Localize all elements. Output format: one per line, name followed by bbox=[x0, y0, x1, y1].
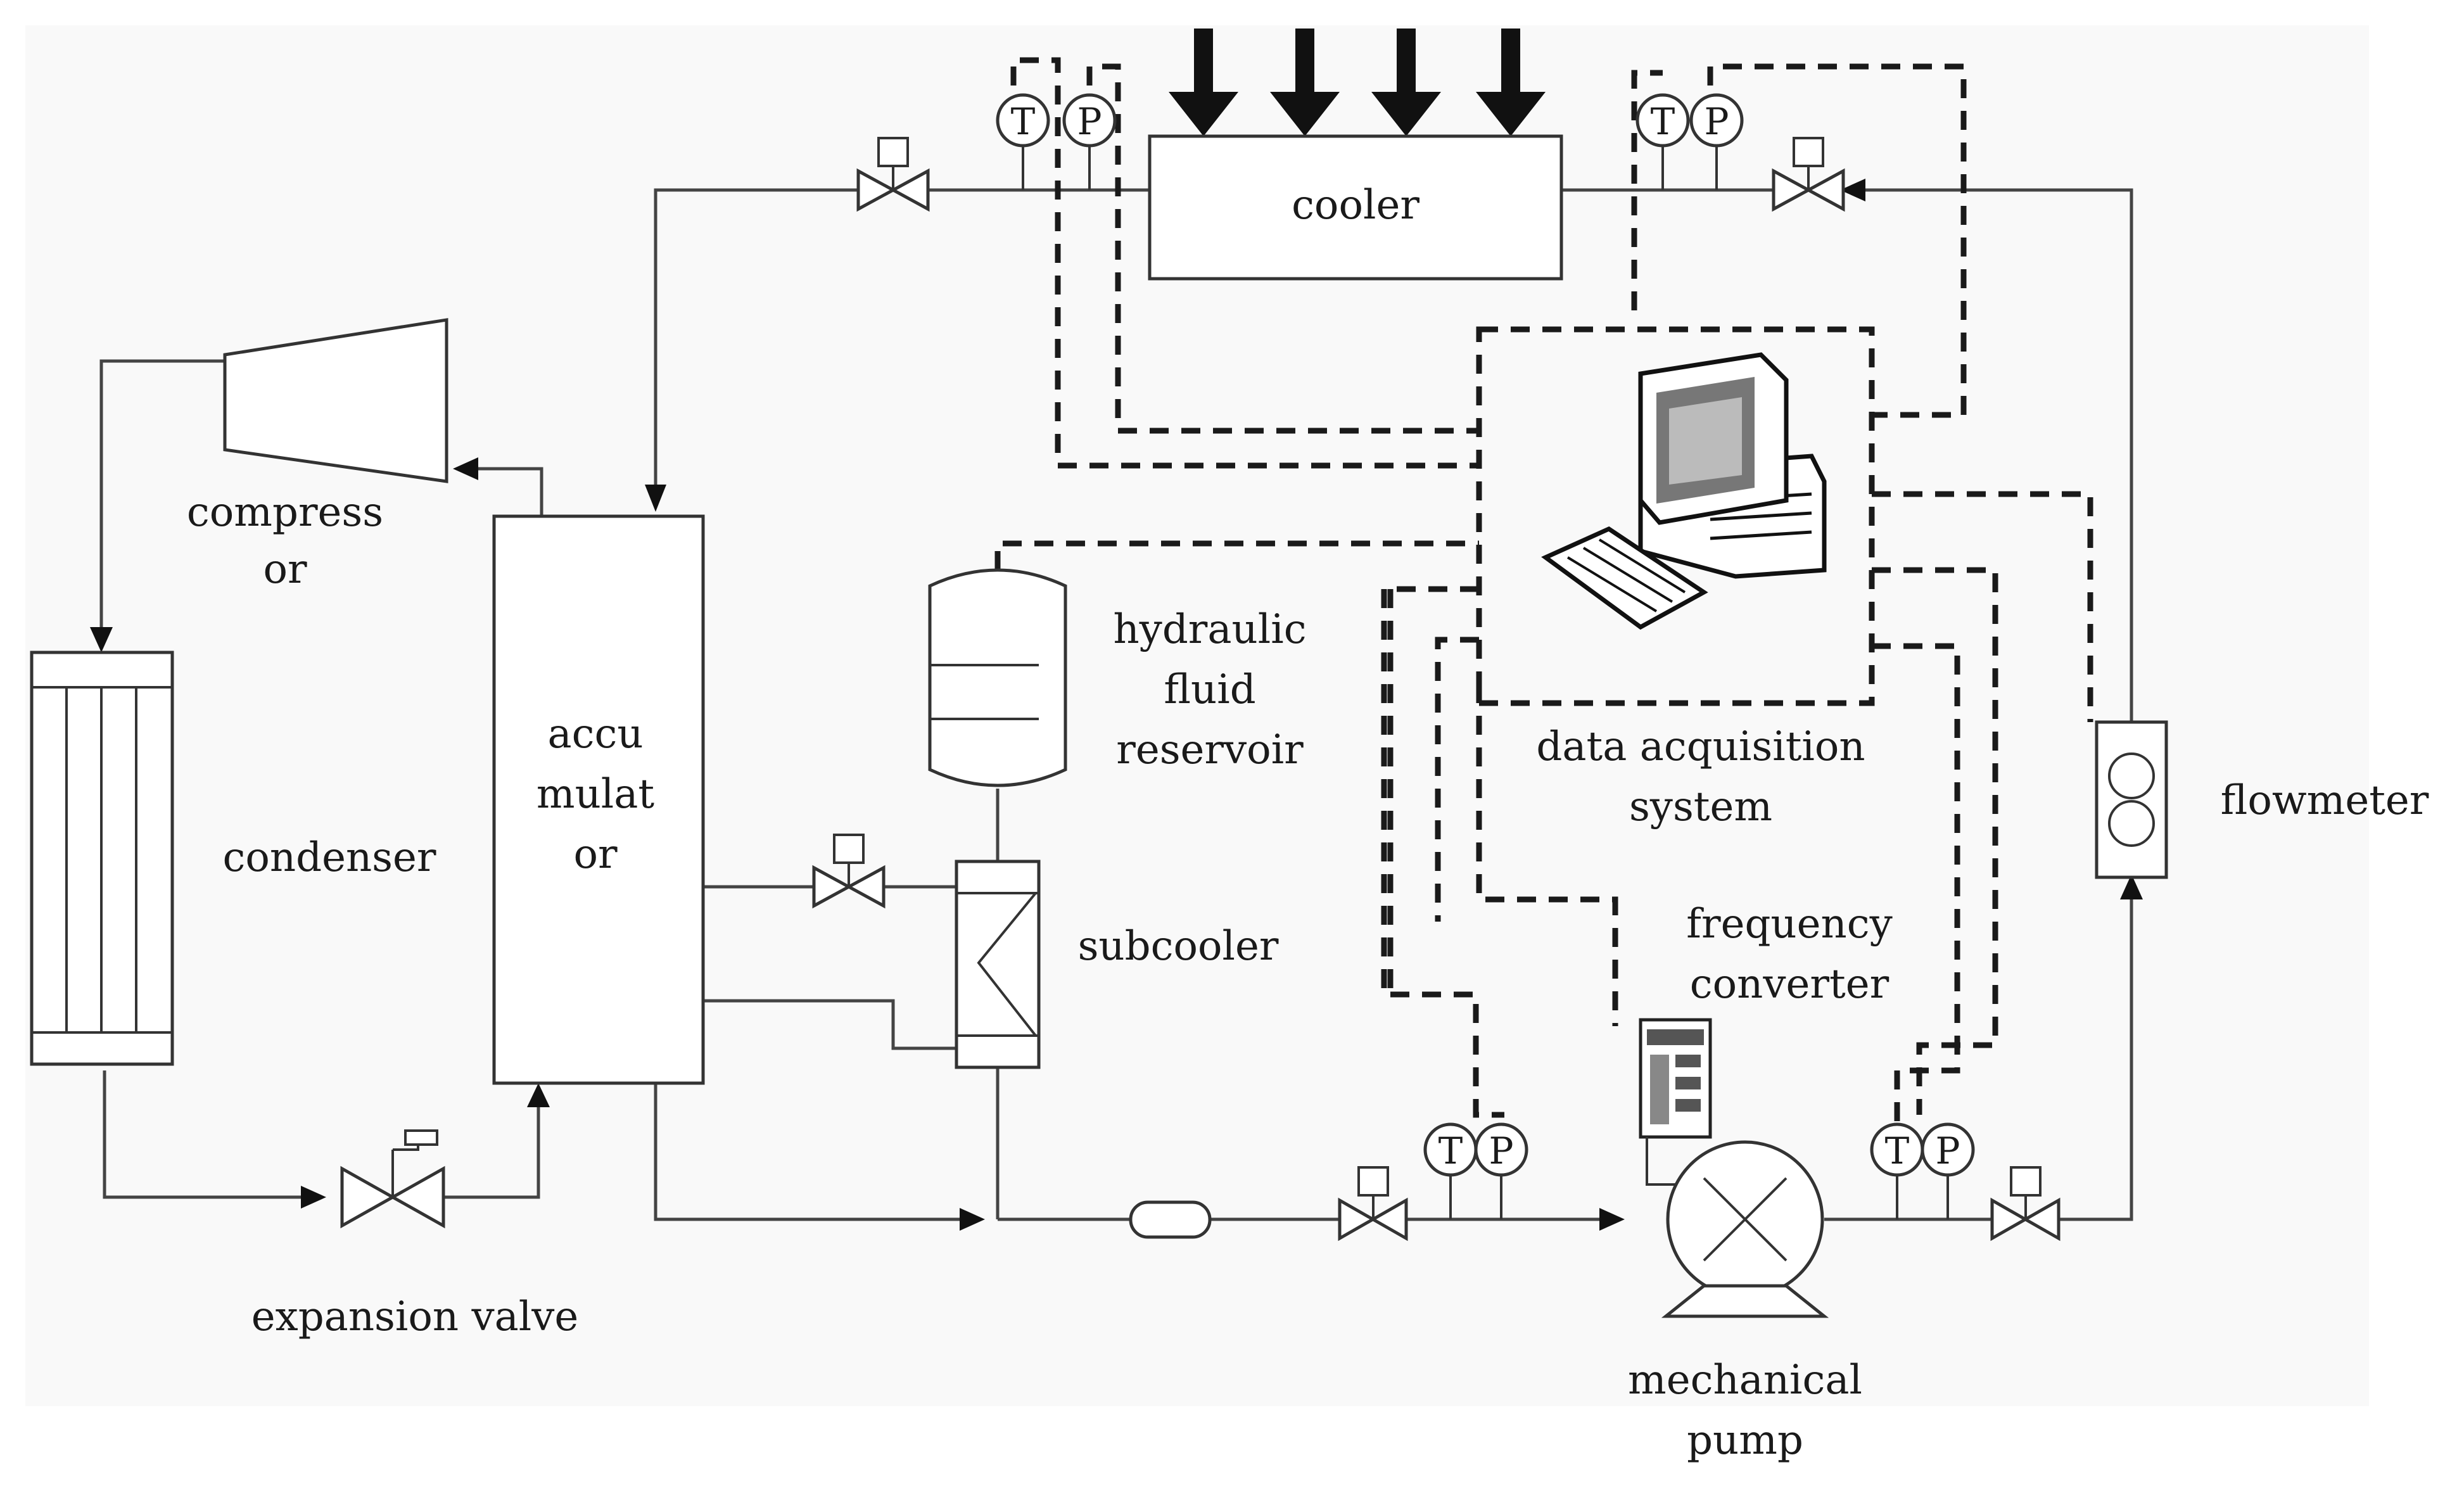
hydraulic-fluid-reservoir: hydraulic fluid reservoir bbox=[928, 568, 1307, 787]
signal-lines bbox=[994, 57, 2093, 1127]
sensor-group-cooler-outlet: T P bbox=[1635, 93, 1744, 190]
valve-subcooler-branch bbox=[812, 834, 886, 909]
pipe-network bbox=[99, 188, 2133, 1221]
flowmeter: flowmeter bbox=[2095, 720, 2429, 879]
pressure-sensor-label: P bbox=[1077, 100, 1102, 143]
flow-arrows bbox=[90, 179, 2143, 1231]
reservoir-label-line1: hydraulic bbox=[1113, 606, 1306, 653]
daq-label-line1: data acquisition bbox=[1536, 723, 1865, 770]
converter-label-line1: frequency bbox=[1686, 901, 1892, 948]
subcooler: subcooler bbox=[955, 860, 1279, 1069]
expansion-valve-label: expansion valve bbox=[251, 1293, 579, 1340]
accumulator-label-line1: accu bbox=[547, 711, 643, 758]
computer-icon: data acquisition system bbox=[1536, 352, 1865, 830]
pump-label-line2: pump bbox=[1687, 1417, 1803, 1464]
pump-label-line1: mechanical bbox=[1628, 1357, 1862, 1404]
daq-label-line2: system bbox=[1629, 784, 1772, 830]
accumulator: accu mulat or bbox=[492, 514, 705, 1085]
reservoir-label-line3: reservoir bbox=[1116, 727, 1304, 773]
subcooler-label: subcooler bbox=[1078, 923, 1279, 970]
frequency-converter: frequency converter bbox=[1639, 901, 1893, 1186]
pressure-sensor-label: P bbox=[1704, 100, 1729, 143]
compressor: compress or bbox=[187, 318, 448, 593]
valve-cooler-inlet bbox=[856, 137, 930, 212]
condenser: condenser bbox=[30, 651, 436, 1066]
temperature-sensor-label: T bbox=[1438, 1129, 1463, 1172]
sensor-group-pump-outlet: T P bbox=[1870, 1122, 1975, 1219]
reservoir-label-line2: fluid bbox=[1164, 666, 1255, 713]
heat-load-arrows bbox=[1169, 29, 1546, 136]
daq-boundary bbox=[1476, 326, 1875, 706]
temperature-sensor-label: T bbox=[1885, 1129, 1910, 1172]
accumulator-label-line3: or bbox=[573, 831, 618, 878]
compressor-label-line1: compress bbox=[187, 489, 383, 536]
sensor-group-pump-inlet: T P bbox=[1423, 1122, 1528, 1219]
pressure-sensor-label: P bbox=[1489, 1129, 1513, 1172]
valve-pump-inlet bbox=[1338, 1166, 1408, 1242]
condenser-label: condenser bbox=[223, 834, 436, 881]
temperature-sensor-label: T bbox=[1651, 100, 1675, 143]
temperature-sensor-label: T bbox=[1011, 100, 1036, 143]
valve-pump-outlet bbox=[1990, 1166, 2061, 1242]
expansion-valve: expansion valve bbox=[251, 1129, 579, 1340]
sensor-group-cooler-inlet: T P bbox=[996, 93, 1117, 190]
filter-drier bbox=[1129, 1200, 1212, 1239]
pressure-sensor-label: P bbox=[1935, 1129, 1960, 1172]
accumulator-label-line2: mulat bbox=[537, 771, 655, 818]
cooler-label: cooler bbox=[1292, 182, 1419, 229]
flowmeter-label: flowmeter bbox=[2221, 777, 2429, 824]
converter-label-line2: converter bbox=[1690, 961, 1889, 1008]
mechanical-pump: mechanical pump bbox=[1628, 1140, 1862, 1464]
compressor-label-line2: or bbox=[263, 546, 307, 593]
valve-cooler-outlet bbox=[1772, 137, 1845, 212]
cooler: cooler bbox=[1148, 134, 1563, 281]
